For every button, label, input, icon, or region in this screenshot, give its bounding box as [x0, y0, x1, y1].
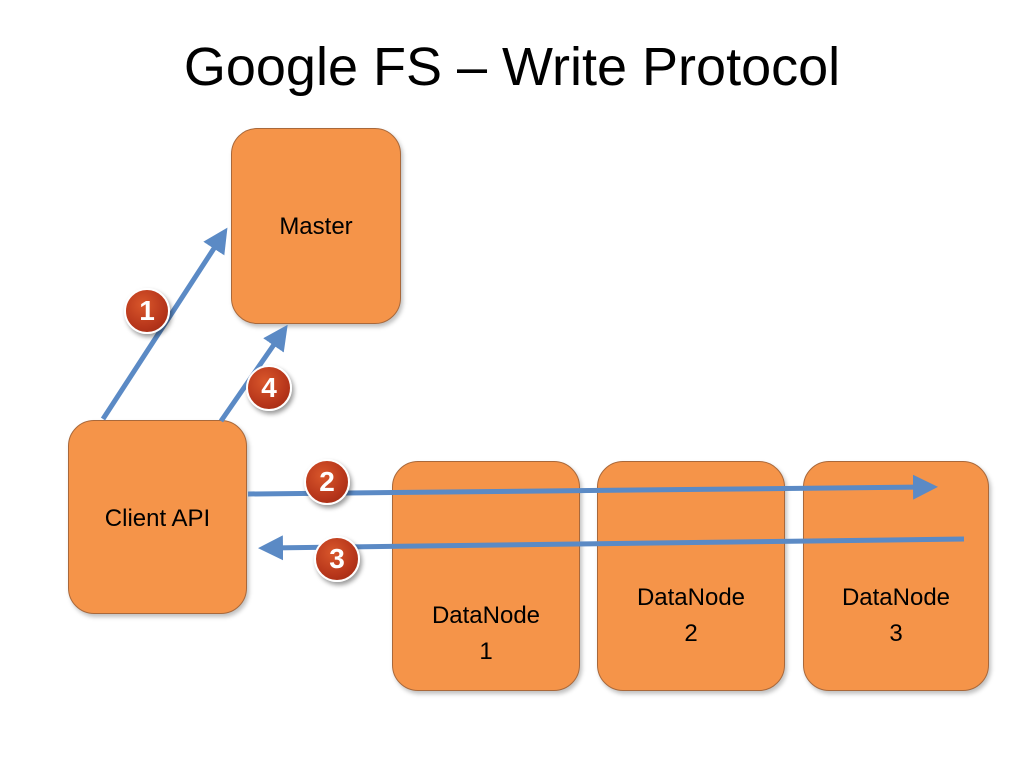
datanode-1-label: DataNode 1	[393, 598, 579, 670]
client-api-node: Client API	[68, 420, 247, 614]
datanode-1-name: DataNode	[431, 602, 541, 629]
datanode-1: DataNode 1	[392, 461, 580, 691]
datanode-1-number: 1	[479, 638, 493, 665]
datanode-2: DataNode 2	[597, 461, 785, 691]
step-1-badge: 1	[124, 288, 170, 334]
datanode-3: DataNode 3	[803, 461, 989, 691]
client-api-label: Client API	[104, 505, 211, 532]
datanode-2-name: DataNode	[636, 584, 746, 611]
datanode-3-name: DataNode	[841, 584, 951, 611]
datanode-3-number: 3	[889, 620, 903, 647]
step-4-badge: 4	[246, 365, 292, 411]
datanode-3-label: DataNode 3	[804, 580, 988, 652]
master-node: Master	[231, 128, 401, 324]
step-3-badge: 3	[314, 536, 360, 582]
datanode-2-number: 2	[684, 620, 698, 647]
arrow-step-2	[247, 474, 938, 500]
step-2-badge: 2	[304, 459, 350, 505]
master-label: Master	[279, 213, 353, 240]
arrow-step-3	[258, 535, 965, 561]
datanode-2-label: DataNode 2	[598, 580, 784, 652]
slide-title: Google FS – Write Protocol	[183, 37, 841, 97]
